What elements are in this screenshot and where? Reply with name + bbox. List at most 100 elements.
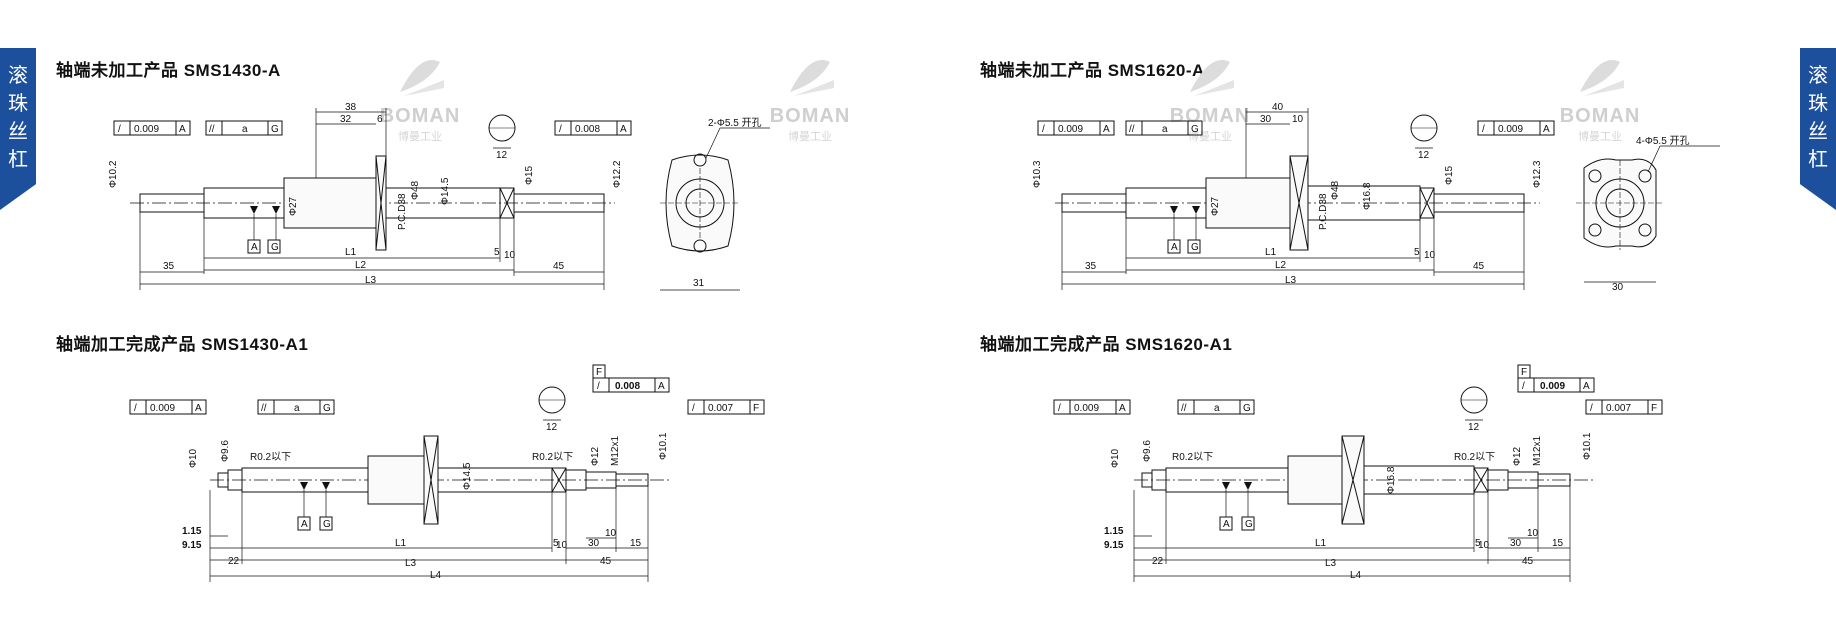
svg-text:A: A — [251, 242, 258, 253]
svg-text:30: 30 — [588, 538, 600, 549]
svg-text:12: 12 — [1418, 150, 1430, 161]
svg-text:Φ10.2: Φ10.2 — [108, 160, 119, 188]
side-tab-left: 滚 珠 丝 杠 — [0, 48, 36, 210]
svg-text:L1: L1 — [345, 247, 357, 258]
svg-text:G: G — [1243, 403, 1251, 414]
svg-text:a: a — [242, 124, 248, 135]
svg-text:38: 38 — [345, 102, 357, 113]
drawing-sms1620-a1: / 0.009 A // a G / 0.009 A F / 0.007 F — [1053, 364, 1663, 582]
svg-text:/: / — [1590, 403, 1593, 414]
svg-text:15: 15 — [630, 538, 642, 549]
svg-text:/: / — [597, 381, 600, 392]
svg-text:L3: L3 — [365, 275, 377, 286]
tolerance-frame: // a G — [257, 399, 335, 415]
svg-text:45: 45 — [600, 556, 612, 567]
svg-text:9.15: 9.15 — [1104, 540, 1124, 551]
svg-text:Φ10.1: Φ10.1 — [658, 432, 669, 460]
svg-text:Φ48: Φ48 — [1330, 180, 1341, 200]
svg-text:L4: L4 — [430, 570, 442, 581]
svg-text:/: / — [118, 124, 121, 135]
svg-text:/: / — [1058, 403, 1061, 414]
svg-text:30: 30 — [1612, 282, 1624, 293]
svg-text:A: A — [1119, 403, 1126, 414]
svg-text:M12x1: M12x1 — [1532, 436, 1543, 466]
svg-text:15: 15 — [1552, 538, 1564, 549]
tolerance-frame: / 0.009 A F — [1517, 364, 1595, 393]
svg-text:10: 10 — [605, 528, 617, 539]
svg-text:9.15: 9.15 — [182, 540, 202, 551]
drawing-sms1430-a: / 0.009 A // a G / 0.008 A A G — [108, 102, 770, 291]
svg-text:32: 32 — [340, 114, 352, 125]
tolerance-frame: / 0.008 A F — [592, 364, 670, 393]
side-tab-char: 杠 — [8, 149, 28, 171]
side-tab-char: 杠 — [1808, 149, 1828, 171]
section-title-3: 轴端加工完成产品 SMS1430-A1 — [56, 335, 309, 354]
svg-text:Φ14.5: Φ14.5 — [462, 462, 473, 490]
section-title-2: 轴端未加工产品 SMS1620-A — [980, 61, 1205, 80]
svg-text:4-Φ5.5 开孔: 4-Φ5.5 开孔 — [1636, 135, 1690, 147]
svg-text:5: 5 — [494, 247, 500, 258]
svg-text:/: / — [134, 403, 137, 414]
side-tab-char: 滚 — [1808, 65, 1828, 87]
svg-text:L3: L3 — [1325, 558, 1337, 569]
svg-text:G: G — [1245, 519, 1253, 530]
svg-text:Φ10.1: Φ10.1 — [1582, 432, 1593, 460]
drawing-sms1430-a1: / 0.009 A // a G / 0.008 A F / 0.007 F — [129, 364, 765, 582]
svg-text:R0.2以下: R0.2以下 — [1172, 452, 1213, 463]
side-tab-char: 滚 — [8, 65, 28, 87]
svg-text:35: 35 — [1085, 261, 1097, 272]
svg-text:0.009: 0.009 — [1058, 124, 1083, 135]
side-tab-char: 丝 — [8, 121, 28, 143]
svg-text:G: G — [1191, 124, 1199, 135]
svg-text:Φ16.8: Φ16.8 — [1386, 466, 1397, 494]
svg-text:22: 22 — [228, 556, 240, 567]
svg-text:a: a — [1162, 124, 1168, 135]
svg-text:A: A — [658, 381, 665, 392]
svg-text:P.C.D38: P.C.D38 — [1318, 193, 1329, 230]
svg-text:0.008: 0.008 — [615, 381, 640, 392]
tolerance-frame: / 0.009 A — [113, 120, 191, 136]
svg-text:5: 5 — [553, 538, 559, 549]
svg-text:Φ9.6: Φ9.6 — [1142, 440, 1153, 462]
svg-text:10: 10 — [1527, 528, 1539, 539]
svg-text:/: / — [692, 403, 695, 414]
svg-text:F: F — [1521, 367, 1527, 378]
svg-text:a: a — [294, 403, 300, 414]
svg-text:45: 45 — [553, 261, 565, 272]
svg-text:Φ10: Φ10 — [1110, 448, 1121, 468]
svg-text:5: 5 — [1475, 538, 1481, 549]
svg-text:F: F — [753, 403, 759, 414]
svg-text:/: / — [1482, 124, 1485, 135]
svg-text:0.009: 0.009 — [1498, 124, 1523, 135]
section-title-4: 轴端加工完成产品 SMS1620-A1 — [980, 335, 1233, 354]
svg-text:10: 10 — [1478, 540, 1490, 551]
svg-text:G: G — [1191, 242, 1199, 253]
end-view-flange: 4-Φ5.5 开孔 30 — [1576, 135, 1720, 293]
side-tab-char: 珠 — [8, 93, 28, 115]
svg-text:2-Φ5.5 开孔: 2-Φ5.5 开孔 — [708, 117, 762, 129]
svg-text:22: 22 — [1152, 556, 1164, 567]
svg-text:L3: L3 — [1285, 275, 1297, 286]
svg-text:A: A — [195, 403, 202, 414]
svg-text:Φ12.3: Φ12.3 — [1532, 160, 1543, 188]
tolerance-frame: / 0.009 A — [129, 399, 207, 415]
svg-text:Φ12: Φ12 — [590, 446, 601, 466]
svg-text:Φ10: Φ10 — [188, 448, 199, 468]
svg-text:6: 6 — [377, 114, 383, 125]
section-title-1: 轴端未加工产品 SMS1430-A — [56, 61, 281, 80]
svg-text:G: G — [271, 242, 279, 253]
svg-text://: // — [209, 124, 215, 135]
svg-text:L1: L1 — [1315, 538, 1327, 549]
end-view-flange: 2-Φ5.5 开孔 31 — [660, 117, 770, 291]
svg-text:L2: L2 — [355, 260, 367, 271]
svg-text:Φ14.5: Φ14.5 — [440, 177, 451, 205]
svg-text:/: / — [1522, 381, 1525, 392]
svg-text:L2: L2 — [1275, 260, 1287, 271]
svg-text:0.009: 0.009 — [134, 124, 159, 135]
svg-text:0.009: 0.009 — [1540, 381, 1565, 392]
svg-text:12: 12 — [1468, 422, 1480, 433]
svg-text:L4: L4 — [1350, 570, 1362, 581]
svg-text:12: 12 — [496, 150, 508, 161]
